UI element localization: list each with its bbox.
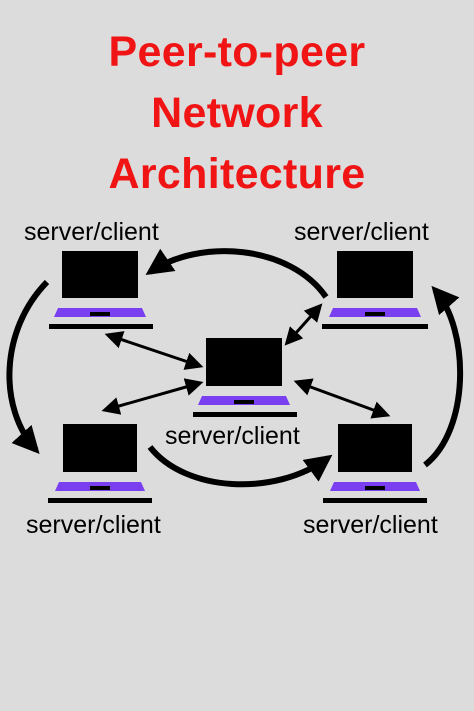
node-label-center: server/client [165,422,300,450]
link-center-top-left [104,331,204,370]
title-line-3: Architecture [108,150,366,198]
node-label-top-right: server/client [294,218,429,246]
laptop-icon [49,251,153,329]
diagram-title: Peer-to-peer Network Architecture [0,22,474,205]
node-label-top-left: server/client [24,218,159,246]
ring-arrow-bottom [147,445,333,488]
ring-arrow-top [145,248,329,299]
laptop-icon [323,424,427,503]
node-label-bottom-right: server/client [303,511,438,539]
laptop-icon [322,251,428,329]
node-label-bottom-left: server/client [26,511,161,539]
title-line-2: Network [151,89,323,137]
laptop-icon [48,424,152,503]
title-line-1: Peer-to-peer [108,28,366,76]
link-center-bottom-right [293,378,391,419]
ring-arrow-left [6,279,50,455]
link-center-top-right [284,303,323,346]
link-center-bottom-left [101,378,204,415]
ring-arrow-right [423,285,464,468]
laptop-icon [193,338,297,417]
